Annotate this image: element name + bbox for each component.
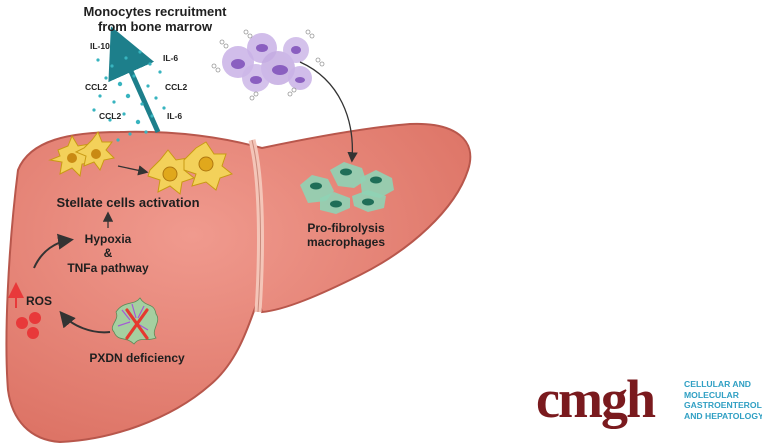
journal-logo-subtitle: CELLULAR AND MOLECULAR GASTROENTEROLOGY …: [684, 379, 762, 421]
monocyte-to-macrophage-arrow: [299, 61, 358, 163]
journal-subtitle-line: AND HEPATOLOGY: [684, 410, 762, 421]
journal-subtitle-line: GASTROENTEROLOGY: [684, 400, 762, 410]
journal-subtitle-line: CELLULAR AND: [684, 379, 751, 389]
ros-to-pathway-arrow: [33, 233, 74, 269]
pathway-label-line2: &: [104, 246, 113, 260]
pathway-label-line1: Hypoxia: [85, 232, 132, 246]
stellate-label: Stellate cells activation: [56, 195, 199, 210]
stellate-arrow: [117, 165, 149, 176]
cytokine-label: CCL2: [165, 82, 187, 92]
stellate-cells: [48, 130, 234, 195]
title-line1: Monocytes recruitment: [83, 4, 227, 19]
cytokine-dots: [92, 50, 166, 142]
cytokine-label: IL-10: [90, 41, 110, 51]
cytokine-label: IL-6: [167, 111, 182, 121]
journal-logo-wordmark: cmgh: [536, 369, 656, 429]
ros-molecules: [16, 312, 41, 339]
ros-label: ROS: [26, 294, 52, 308]
cross-mark-icon: [125, 308, 149, 340]
cytokine-label: CCL2: [85, 82, 107, 92]
macrophage-label-line1: Pro-fibrolysis: [307, 221, 385, 235]
macrophage-label-line2: macrophages: [307, 235, 385, 249]
cytokine-label: IL-6: [163, 53, 178, 63]
cytokine-label: CCL2: [99, 111, 121, 121]
monocyte-cluster: [211, 29, 325, 101]
pxdn-to-ros-arrow: [59, 310, 111, 334]
recruitment-arrow: [108, 26, 161, 134]
pathway-label-line3: TNFa pathway: [67, 261, 149, 275]
journal-subtitle-line: MOLECULAR: [684, 389, 739, 400]
macrophage-cluster: [300, 162, 394, 214]
pxdn-label: PXDN deficiency: [89, 351, 185, 365]
title-line2: from bone marrow: [98, 19, 213, 34]
